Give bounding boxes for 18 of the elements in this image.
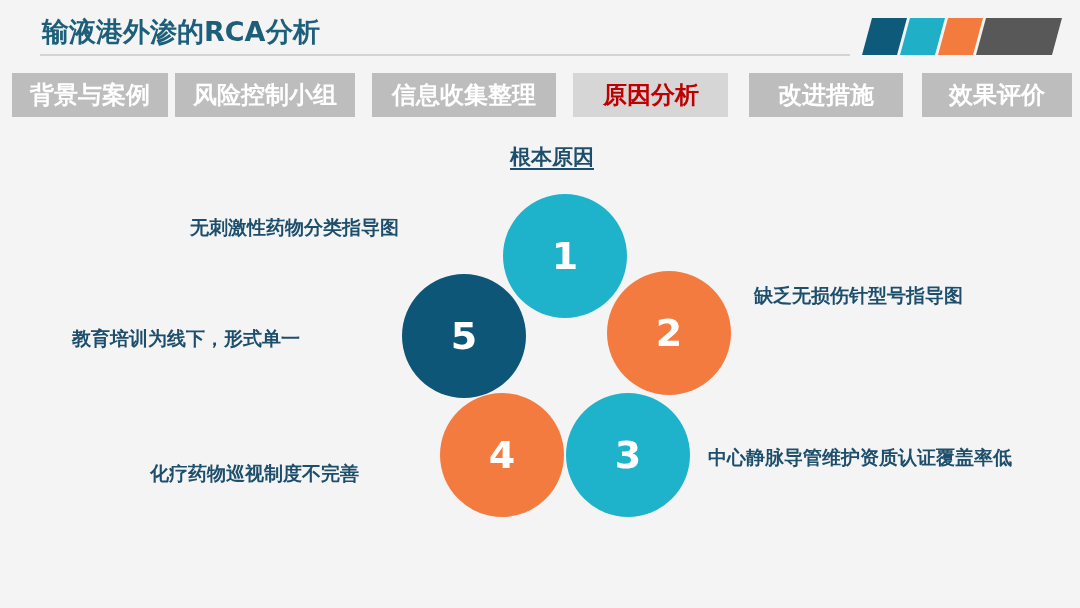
tab: 背景与案例 [12,73,168,117]
slide-title: 输液港外渗的RCA分析 [42,15,320,49]
cause-text: 缺乏无损伤针型号指导图 [754,283,963,308]
circle-number: 5 [450,314,478,358]
tab: 效果评价 [922,73,1072,117]
cause-text: 中心静脉导管维护资质认证覆盖率低 [708,445,1012,470]
tab: 原因分析 [573,73,728,117]
circle-number: 3 [614,433,642,477]
circle-number: 1 [551,234,579,278]
circle-number: 4 [488,433,516,477]
section-heading: 根本原因 [508,144,595,171]
cause-text: 化疗药物巡视制度不完善 [150,461,359,486]
circle-number: 2 [655,311,683,355]
cause-text: 无刺激性药物分类指导图 [190,215,399,240]
tab: 改进措施 [749,73,903,117]
cause-text: 教育培训为线下，形式单一 [72,326,300,351]
tab: 信息收集整理 [372,73,556,117]
tab: 风险控制小组 [175,73,355,117]
